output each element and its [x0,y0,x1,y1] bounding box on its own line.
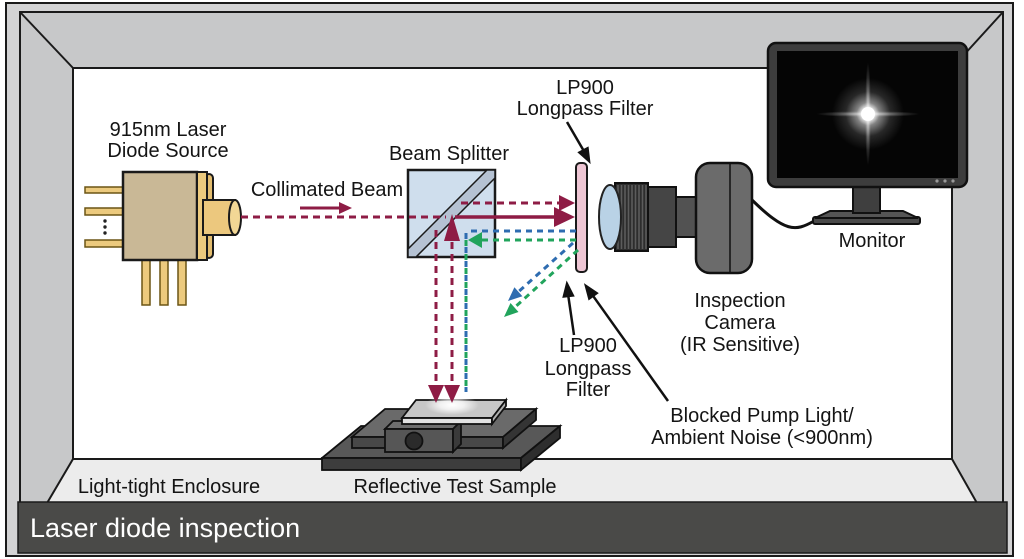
sample-plate-right [491,397,507,427]
arrowhead-blocked-light [583,283,599,301]
splitter-diagonal [407,169,496,258]
laser-body [121,170,199,262]
blocked-green-reflection [512,248,580,310]
stage-base-front [321,457,522,471]
stage-adjust-knob [404,431,424,451]
laser-beam-return-arrowhead [554,207,575,227]
camera-neck [675,196,697,238]
focus-ring-ribs [617,185,647,249]
laser-beam-down-2-arrowhead [444,385,460,403]
blocked-green-arrowhead [504,303,519,317]
monitor [766,41,969,225]
monitor-indicator-dots [935,179,955,183]
monitor-stand-neck [852,184,881,214]
sample-glow [425,395,479,415]
laser-beam-up-arrowhead [444,214,460,241]
beam-splitter-label: Beam Splitter [389,143,509,165]
screen-laser-spot-core [861,107,875,121]
camera-label-line3: (IR Sensitive) [680,334,800,356]
filter-top-label-line1: LP900 [556,77,614,99]
laser-barrel-face [228,199,242,236]
camera-lens-dome [598,184,622,250]
test-sample-stage [319,395,563,472]
banner-background [17,501,1008,554]
camera-label-line1: Inspection [694,290,785,312]
title-banner: Laser diode inspection [17,501,1008,554]
arrowhead-filter-side [562,280,575,298]
filter-side-label-line2: Longpass [545,358,632,380]
monitor-label: Monitor [839,230,906,252]
stage-mid-right [502,407,537,450]
laser-diode-source [84,170,242,306]
test-sample-label: Reflective Test Sample [353,476,556,498]
camera-label-line2: Camera [704,312,776,334]
arrowhead-filter-top [577,146,591,165]
laser-beam-transmitted-arrowhead [559,195,575,211]
sample-plate-front [401,417,493,425]
longpass-filter [575,162,588,273]
enclosure-label: Light-tight Enclosure [78,476,260,498]
filter-side-label-line3: Filter [566,379,611,401]
pin-ellipsis-dots [103,219,107,235]
inspection-camera [598,161,815,275]
blocked-blue-arrowhead [508,287,523,301]
blocked-blue-reflection [516,241,574,295]
arrow-filter-side-callout [567,295,576,336]
blocked-light-label-line2: Ambient Noise (<900nm) [651,427,873,449]
collimated-beam-arrowhead [339,202,352,214]
camera-body [694,161,754,275]
stage-base-right [520,424,561,472]
laser-source-label-line1: 915nm Laser [110,119,227,141]
blocked-light-label-line1: Blocked Pump Light/ [670,405,854,427]
diagram-labels: 915nm Laser Diode Source Collimated Beam… [107,77,905,449]
arrow-blocked-light-callout [591,295,670,402]
filter-top-label-line2: Longpass Filter [517,98,654,120]
laser-beam-down-1-arrowhead [428,385,444,403]
laser-source-label-line2: Diode Source [107,140,228,162]
camera-barrel [647,186,677,248]
banner-title: Laser diode inspection [30,513,300,543]
filter-side-label-line1: LP900 [559,335,617,357]
ambient-light-left-arrowhead [468,232,482,248]
beam-paths [241,195,580,403]
collimated-beam-label: Collimated Beam [251,179,403,201]
callout-arrows [562,121,670,402]
arrow-filter-top-callout [565,121,585,152]
enclosure-miter-top-left [19,11,74,69]
camera-cable [750,198,815,230]
